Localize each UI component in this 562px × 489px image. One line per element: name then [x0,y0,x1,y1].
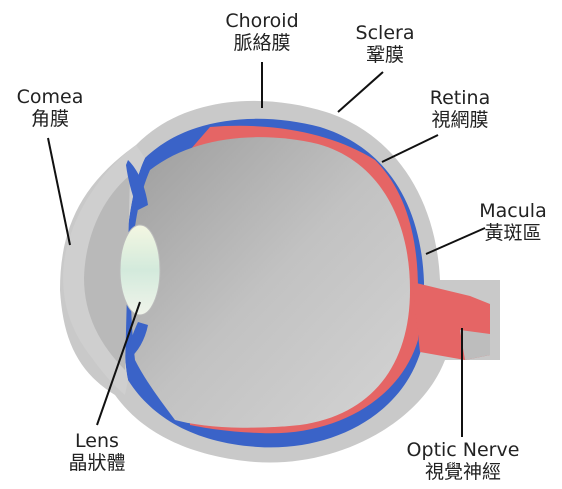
label-choroid-zh: 脈絡膜 [210,32,314,54]
label-sclera: Sclera 鞏膜 [343,22,427,66]
optic-nerve-sheath [460,330,490,360]
label-choroid-en: Choroid [210,10,314,32]
label-sclera-en: Sclera [343,22,427,44]
label-optic-nerve-zh: 視覺神經 [396,461,530,483]
label-macula-zh: 黃斑區 [468,222,558,244]
retina-leader [382,135,438,162]
label-lens-zh: 晶狀體 [52,452,142,474]
label-lens: Lens 晶狀體 [52,430,142,474]
label-macula-en: Macula [468,200,558,222]
cornea-leader [48,138,70,245]
label-retina: Retina 視網膜 [418,87,502,131]
label-macula: Macula 黃斑區 [468,200,558,244]
label-retina-zh: 視網膜 [418,109,502,131]
label-cornea-en: Comea [8,86,92,108]
sclera-leader [338,72,383,112]
lens-shape [120,225,160,315]
label-lens-en: Lens [52,430,142,452]
vitreous-body [131,137,410,428]
label-choroid: Choroid 脈絡膜 [210,10,314,54]
label-cornea: Comea 角膜 [8,86,92,130]
label-optic-nerve: Optic Nerve 視覺神經 [396,439,530,483]
label-sclera-zh: 鞏膜 [343,44,427,66]
label-cornea-zh: 角膜 [8,108,92,130]
label-retina-en: Retina [418,87,502,109]
label-optic-nerve-en: Optic Nerve [396,439,530,461]
